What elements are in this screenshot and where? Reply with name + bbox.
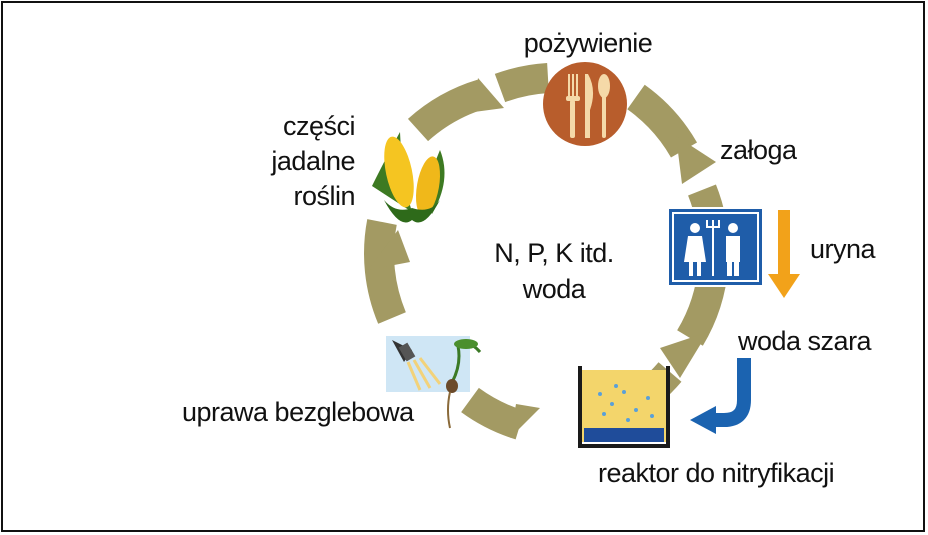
label-crew: załoga [720, 135, 798, 165]
label-center-2: woda [522, 274, 587, 304]
label-center-1: N, P, K itd. [494, 238, 614, 268]
arrowhead-crew [676, 136, 716, 184]
reactor-icon [580, 366, 668, 446]
label-reactor: reaktor do nitryfikacji [598, 458, 834, 488]
grey-water-arrow-icon [690, 358, 744, 434]
cutlery-icon [543, 62, 627, 146]
label-edible-parts-1: części [283, 111, 355, 141]
label-edible-parts-3: roślin [293, 181, 355, 211]
corn-icon [372, 132, 445, 223]
urine-arrow-icon [768, 210, 800, 298]
cycle-segment-left [379, 222, 392, 318]
label-hydroponics: uprawa bezglebowa [182, 397, 415, 427]
label-urine: uryna [810, 234, 877, 264]
label-grey-water: woda szara [737, 326, 873, 356]
cycle-segment-top [500, 78, 548, 88]
label-food: pożywienie [524, 28, 653, 58]
cycle-segment-bottom [470, 400, 520, 425]
cycle-segment-top-left [418, 94, 482, 130]
label-edible-parts-2: jadalne [270, 146, 355, 176]
crew-sign-icon [668, 208, 763, 286]
